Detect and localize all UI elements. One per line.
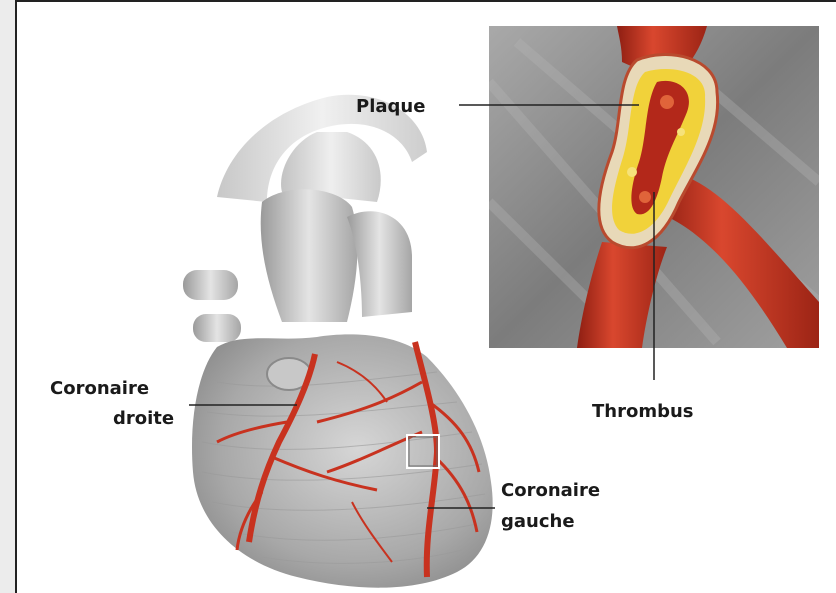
coronaire-gauche-label-line1: Coronaire bbox=[501, 479, 600, 503]
thrombus-label: Thrombus bbox=[592, 400, 694, 424]
heart-illustration bbox=[17, 2, 836, 593]
coronaire-gauche-label-line2: gauche bbox=[501, 510, 575, 534]
plaque-label: Plaque bbox=[356, 95, 425, 119]
coronaire-droite-label-line1: Coronaire bbox=[50, 377, 149, 401]
diagram-frame: Plaque Thrombus Coronaire droite Coronai… bbox=[15, 0, 836, 593]
heart bbox=[183, 95, 493, 588]
coronaire-droite-label-line2: droite bbox=[113, 407, 174, 431]
